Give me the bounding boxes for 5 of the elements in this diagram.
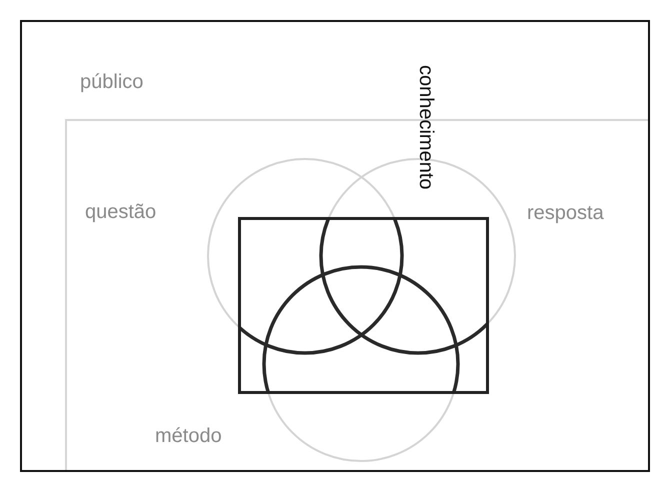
- node-label: resposta: [527, 201, 604, 225]
- node-label: público: [80, 70, 144, 94]
- node-label: questão: [85, 200, 156, 224]
- node-label: conhecimento: [414, 65, 438, 190]
- node-label: método: [155, 424, 222, 448]
